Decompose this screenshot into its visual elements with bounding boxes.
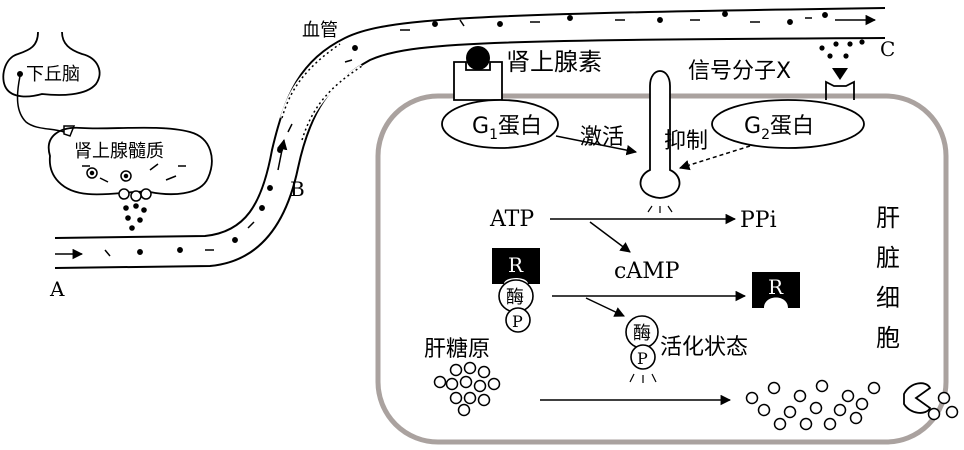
flow-arrow-b (276, 138, 288, 171)
glucose-molecules (745, 379, 959, 431)
glucose-transporter (903, 382, 932, 414)
activate-arrow (555, 135, 638, 156)
label-epinephrine: 肾上腺素 (506, 48, 602, 76)
g1-protein (441, 99, 559, 149)
hypothalamus: 下丘脑 (2, 31, 101, 98)
adenylate-cyclase (639, 70, 681, 213)
active-enzyme: 酶 P 活化状态 (625, 315, 748, 383)
inactive-enzyme-complex: R 酶 P (492, 248, 540, 333)
label-liver-cell-4: 胞 (876, 324, 900, 352)
signal-x-molecule (832, 68, 848, 80)
label-atp: ATP (489, 207, 534, 232)
label-liver-cell-3: 细 (876, 284, 900, 312)
nerve-terminal (63, 125, 76, 137)
vessel-wall-upper (54, 7, 886, 239)
enzyme-activation-arrow (585, 297, 625, 317)
g2-protein (711, 99, 865, 149)
label-glycogen: 肝糖原 (424, 337, 490, 362)
released-r-subunit: R (752, 272, 800, 308)
label-r-inactive: R (508, 253, 524, 277)
label-camp: cAMP (614, 259, 680, 284)
label-hypothalamus: 下丘脑 (26, 64, 80, 85)
label-inhibit: 抑制 (664, 129, 708, 154)
label-signal-x: 信号分子X (688, 59, 791, 84)
adrenal-medulla: 肾上腺髓质 (47, 126, 213, 231)
label-liver-cell-1: 肝 (876, 204, 900, 232)
label-active-state: 活化状态 (660, 335, 748, 360)
label-p-active: P (637, 349, 648, 368)
vessel-particles (104, 11, 828, 257)
label-g1-protein: G1蛋白 (472, 114, 542, 143)
label-g2-protein: G2蛋白 (744, 114, 814, 143)
nerve-fiber (16, 75, 65, 133)
vessel-dotted-section (280, 42, 364, 141)
label-point-c: C (880, 37, 895, 61)
label-point-b: B (290, 177, 305, 201)
label-activate: 激活 (580, 125, 624, 150)
label-r-released: R (768, 275, 784, 299)
label-enzyme-inactive: 酶 (506, 287, 524, 308)
label-point-a: A (49, 277, 65, 301)
label-liver-cell-2: 脏 (876, 244, 900, 272)
epinephrine-receptor: 肾上腺素 (453, 46, 602, 101)
signal-x-receptor (825, 80, 855, 100)
label-ppi: PPi (740, 208, 777, 233)
glycogen-granules (433, 361, 501, 417)
inhibit-arrow (678, 145, 751, 171)
label-p-inactive: P (512, 312, 523, 331)
label-vessel: 血管 (302, 20, 338, 41)
signal-x-particles (819, 39, 865, 59)
label-enzyme-active: 酶 (633, 323, 651, 344)
atp-to-camp-arrow (589, 221, 631, 253)
label-adrenal-medulla: 肾上腺髓质 (74, 141, 164, 162)
epinephrine-molecule (466, 46, 490, 70)
